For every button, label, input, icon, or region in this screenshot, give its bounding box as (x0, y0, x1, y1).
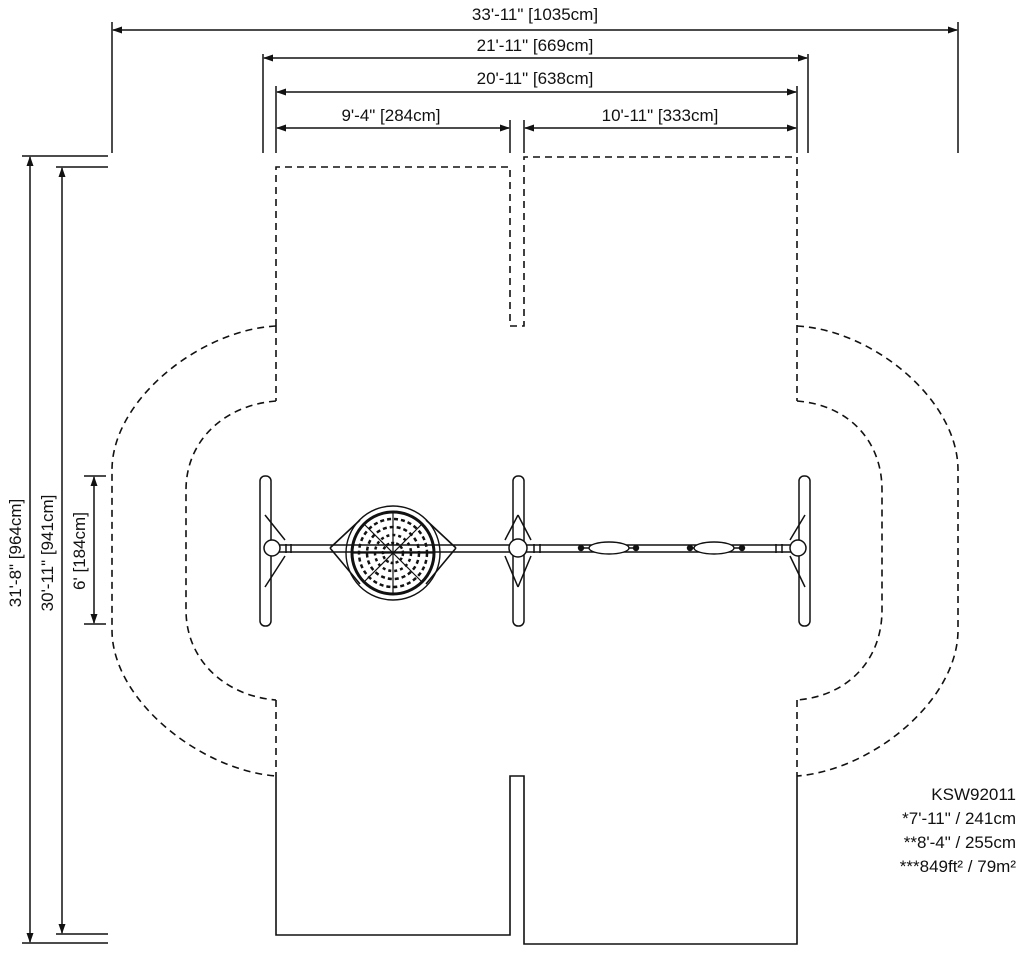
dimension-overall-depth-label: 31'-8" [964cm] (6, 499, 25, 608)
belt-swing-1 (577, 541, 640, 555)
web-swing (329, 505, 457, 601)
spec-area: ***849ft² / 79m² (899, 857, 1016, 876)
swing-path-outer (111, 325, 959, 777)
dimension-zone-depth (56, 166, 108, 935)
dimension-left-bay-label: 9'-4" [284cm] (341, 106, 440, 125)
spec-height-2: **8'-4" / 255cm (903, 833, 1016, 852)
dimension-left-bay (276, 120, 797, 153)
dimension-overall-width (111, 22, 959, 153)
spec-height-1: *7'-11" / 241cm (902, 809, 1016, 828)
dimension-beam-width (275, 86, 798, 153)
spec-block: KSW92011 *7'-11" / 241cm **8'-4" / 255cm… (900, 783, 1016, 879)
dimension-overall-depth (22, 155, 108, 944)
dimension-right-bay-label: 10'-11" [333cm] (602, 106, 719, 125)
swing-path-inner (185, 400, 883, 701)
dimension-zone-depth-label: 30'-11" [941cm] (38, 495, 57, 612)
dimension-frame-depth-label: 6' [184cm] (70, 512, 89, 590)
dimension-frame-width-label: 21'-11" [669cm] (477, 36, 594, 55)
model-number: KSW92011 (931, 785, 1016, 804)
belt-swing-2 (686, 541, 746, 555)
dimension-overall-width-label: 33'-11" [1035cm] (472, 5, 598, 24)
dimension-frame-width (262, 54, 809, 153)
dimension-beam-width-label: 20'-11" [638cm] (477, 69, 594, 88)
dimension-frame-depth (84, 475, 106, 625)
use-zone-outline (275, 156, 798, 945)
